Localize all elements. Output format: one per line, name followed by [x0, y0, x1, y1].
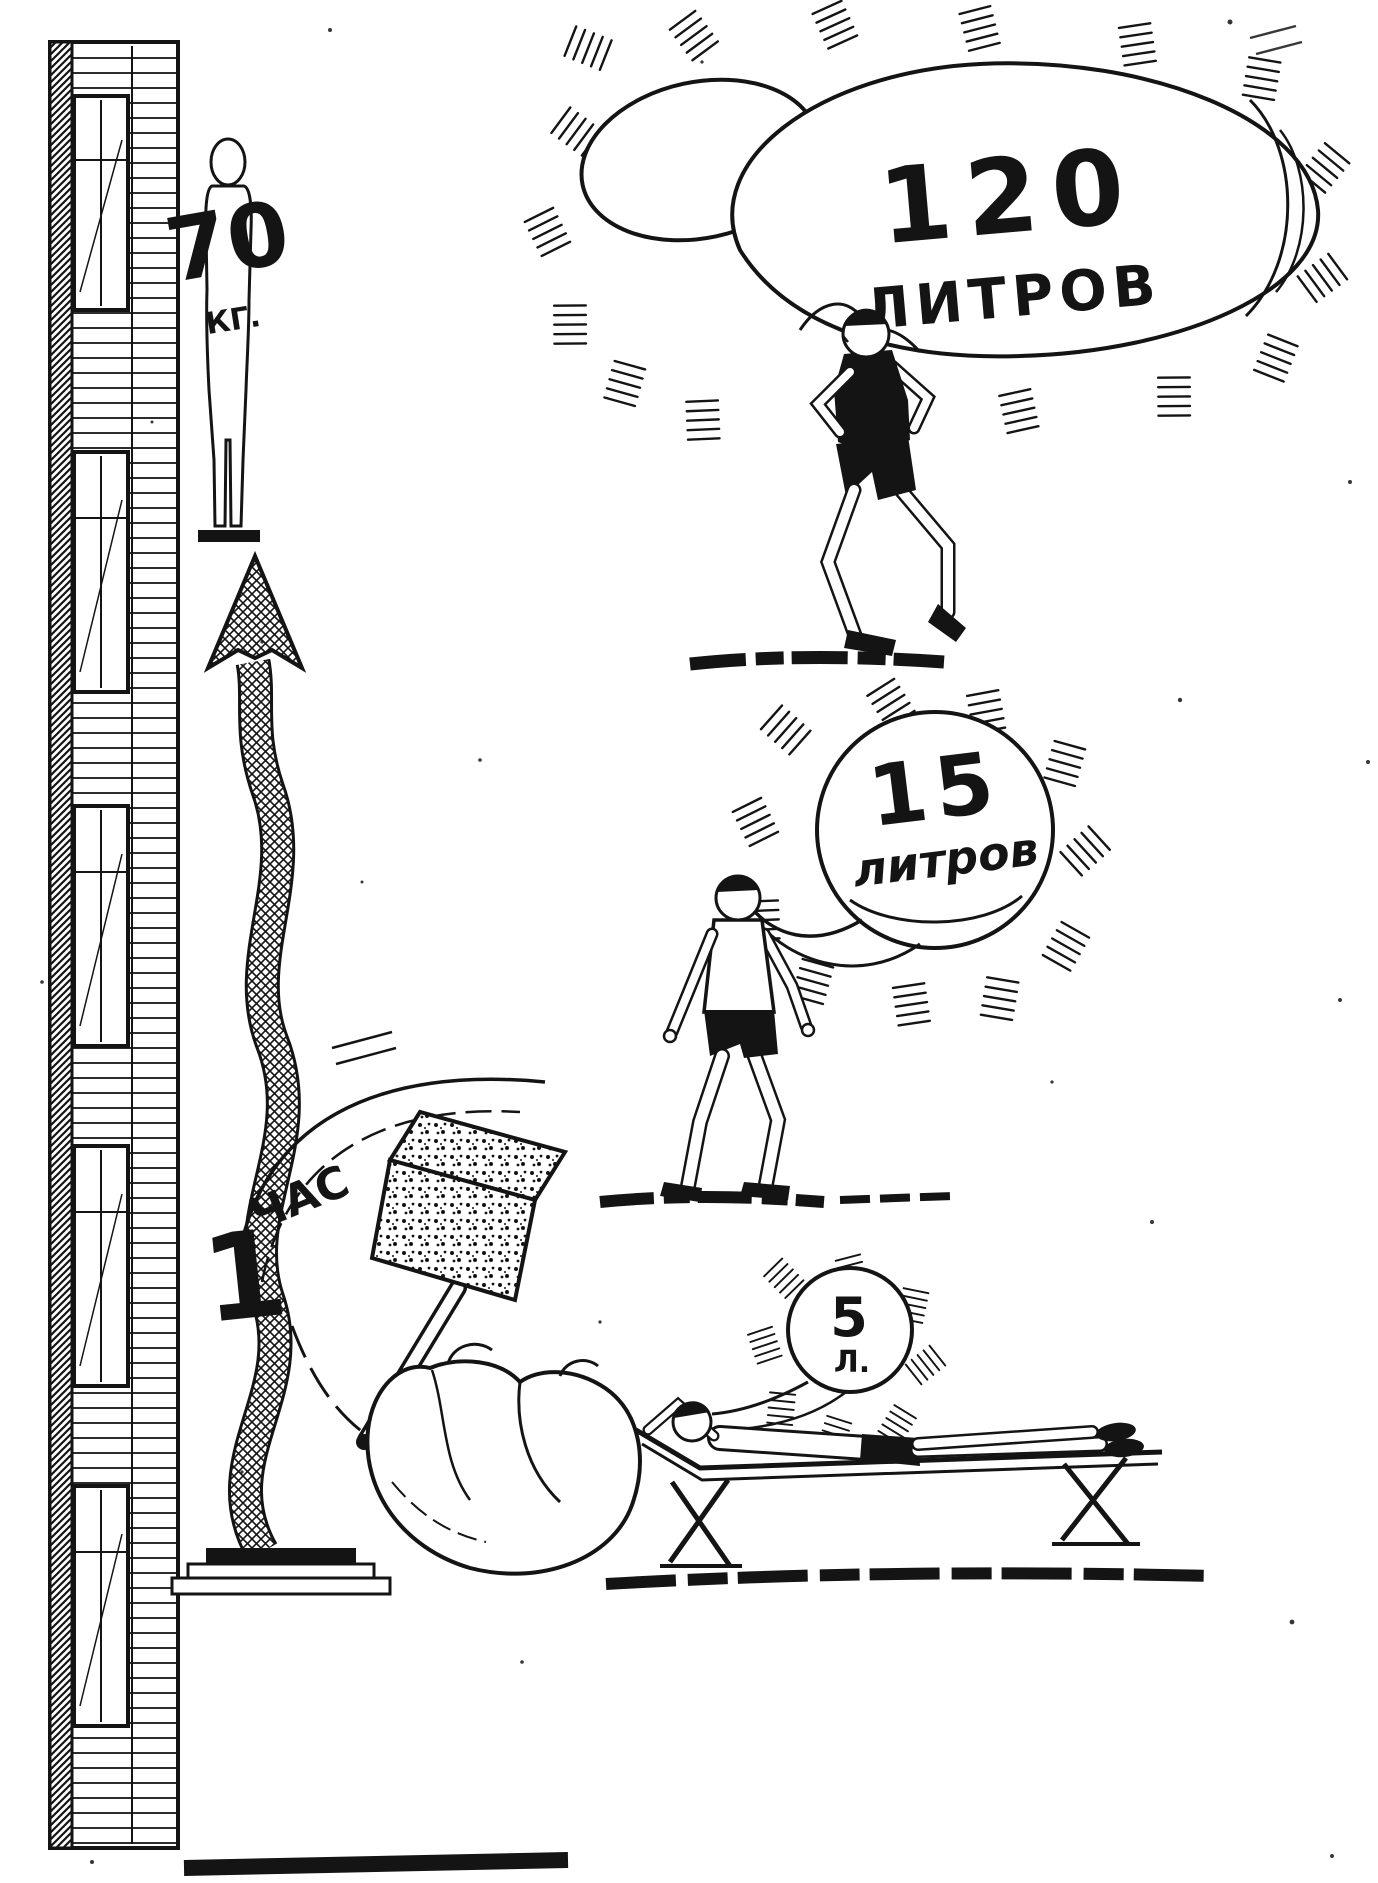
- lying-man: [605, 1396, 1215, 1590]
- cot-legs: [667, 1478, 733, 1568]
- breath-balloon-large: 120 ЛИТРОВ: [522, 0, 1357, 450]
- cot-rail: [634, 1427, 1163, 1471]
- building-window: [72, 804, 130, 1048]
- runner-hair: [844, 308, 888, 326]
- building-window: [72, 450, 130, 694]
- ground-bar: [183, 1852, 569, 1876]
- balloon-body: [786, 1266, 914, 1394]
- running-shoe: [928, 604, 966, 642]
- balloon-tail: [748, 904, 863, 938]
- building-window: [72, 1144, 130, 1388]
- swing-arc: [236, 1077, 546, 1263]
- building-window: [72, 94, 130, 312]
- run-volume-value: 120: [874, 124, 1143, 268]
- figure-platform: [198, 530, 260, 542]
- building-edge: [48, 40, 74, 1850]
- arrow-head: [203, 550, 307, 673]
- ground-stroke: [839, 1192, 953, 1204]
- hammer-head-front: [369, 1157, 538, 1303]
- figure-head: [209, 137, 247, 187]
- lying-hair: [674, 1401, 710, 1418]
- arrow-plinth: [170, 1548, 392, 1596]
- rest-volume-unit: Л.: [834, 1345, 870, 1380]
- lying-man-trunks: [860, 1434, 920, 1466]
- rest-volume-value: 5: [830, 1286, 868, 1349]
- walker-shorts: [704, 1010, 778, 1058]
- breath-balloon-medium: 15 литров: [730, 674, 1116, 1032]
- ground-stroke: [599, 1191, 825, 1208]
- weight-unit-label: КГ.: [203, 299, 263, 342]
- running-shoe: [844, 630, 896, 656]
- standing-figure: 70 КГ.: [158, 137, 297, 542]
- walk-volume-value: 15: [863, 733, 1007, 846]
- balloon-body: [815, 710, 1055, 950]
- building-illustration: [48, 40, 180, 1850]
- balloon-body: [730, 61, 1321, 359]
- walker-hair: [717, 875, 759, 892]
- cot-rail: [641, 1442, 1159, 1482]
- ground-stroke: [689, 650, 945, 671]
- weight-value-label: 70: [158, 180, 296, 303]
- breath-balloon-small: 5 Л.: [711, 1251, 950, 1460]
- duration-label: 1 ЧАС: [196, 1156, 356, 1351]
- cot-legs: [1060, 1456, 1130, 1546]
- lying-shoe: [1096, 1422, 1136, 1442]
- lying-shoe: [1104, 1438, 1144, 1458]
- swing-arc: [260, 1110, 521, 1283]
- heart-illustration: [365, 1342, 642, 1576]
- ground-stroke: [605, 1567, 1215, 1590]
- ascent-arrow: [170, 550, 392, 1596]
- paper-specks: [40, 19, 1370, 1864]
- figure-body: [204, 184, 253, 528]
- walking-man: [599, 874, 953, 1208]
- building-window: [72, 1484, 130, 1728]
- running-man: [689, 308, 966, 671]
- heart-body: [365, 1359, 642, 1576]
- balloon-tail: [711, 1380, 809, 1416]
